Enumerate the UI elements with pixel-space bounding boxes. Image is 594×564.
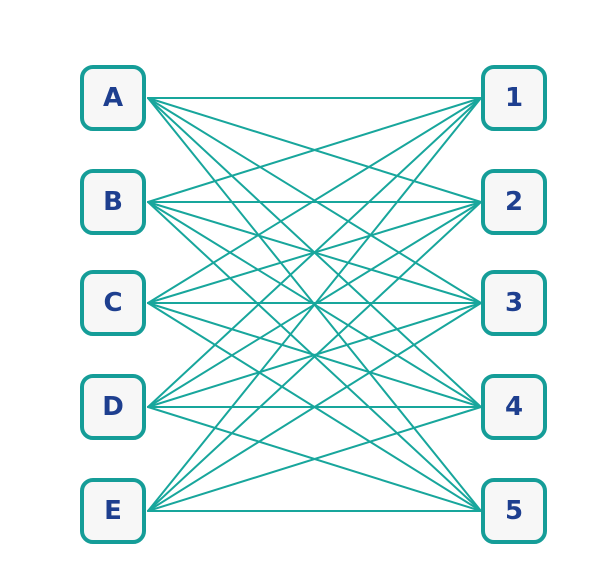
node-4: 4 [481,374,547,440]
node-4-label: 4 [504,392,524,422]
edge-d-3 [147,302,482,408]
node-3: 3 [481,270,547,336]
node-b: B [80,169,146,235]
node-2: 2 [481,169,547,235]
node-e-label: E [104,496,122,526]
node-5: 5 [481,478,547,544]
node-1-label: 1 [504,83,524,113]
node-2-label: 2 [504,187,524,217]
node-3-label: 3 [504,288,524,318]
edge-e-1 [147,97,482,512]
node-e: E [80,478,146,544]
node-a-label: A [102,83,124,113]
node-c: C [80,270,146,336]
edge-e-2 [147,201,482,512]
node-1: 1 [481,65,547,131]
node-d: D [80,374,146,440]
node-5-label: 5 [504,496,524,526]
edge-e-3 [147,302,482,512]
edge-d-1 [147,97,482,408]
node-b-label: B [103,187,123,217]
node-a: A [80,65,146,131]
edge-c-1 [147,97,482,304]
edge-b-1 [147,97,482,203]
node-d-label: D [102,392,124,422]
node-c-label: C [103,288,123,318]
edge-e-4 [147,406,482,512]
